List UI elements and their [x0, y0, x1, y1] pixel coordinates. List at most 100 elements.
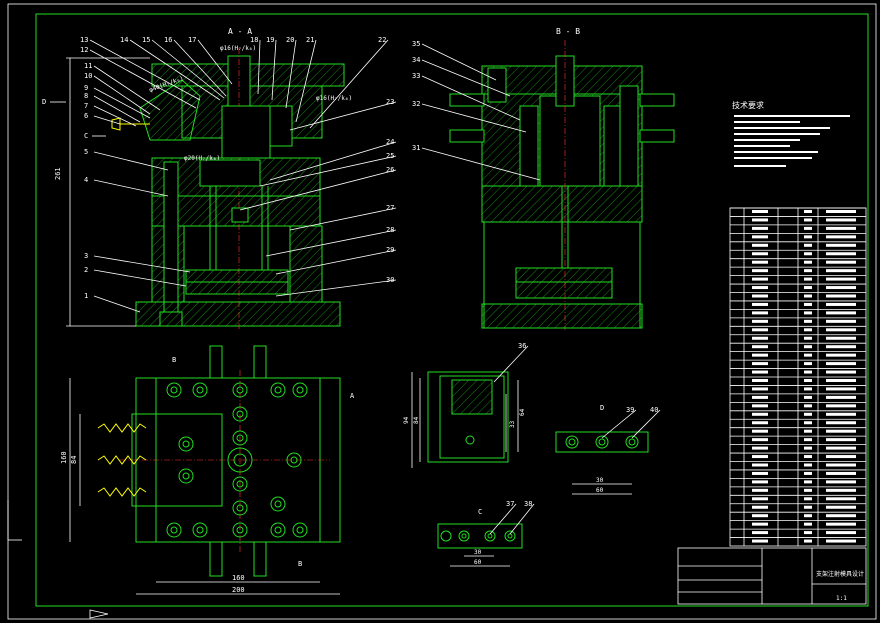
part-number-35-leader [421, 43, 497, 81]
dim-h33: 33 [509, 420, 516, 428]
view-c: C 30 60 [437, 508, 523, 567]
view-c-label: C [478, 508, 482, 516]
plan-hole-12 [232, 406, 248, 422]
parts-row-name-34 [752, 497, 768, 501]
part-number-15-leader [151, 39, 225, 99]
parts-row-name-4 [752, 243, 768, 247]
part-number-6: 6 [84, 112, 88, 120]
marker-a: A [350, 392, 355, 400]
part-number-29-leader [275, 249, 397, 275]
parts-row-note-3 [826, 235, 856, 239]
parts-row-name-36 [752, 514, 768, 518]
section-aa-label: A - A [228, 27, 252, 36]
parts-row-mat-12 [804, 311, 812, 315]
parts-row-mat-34 [804, 497, 812, 501]
parts-row-note-15 [826, 336, 856, 340]
parts-row-mat-10 [804, 294, 812, 298]
parts-row-note-1 [826, 218, 856, 222]
parts-row-name-10 [752, 294, 768, 298]
parts-row-name-6 [752, 260, 768, 264]
plan-hole-inner-14 [236, 480, 244, 488]
ucs-icon [7, 500, 109, 619]
part-number-20: 20 [286, 36, 294, 44]
marker-b-top: B [172, 356, 176, 364]
part-number-31: 31 [412, 144, 420, 152]
plan-hole-14 [232, 476, 248, 492]
parts-row-mat-0 [804, 210, 812, 213]
plan-hole-8 [270, 522, 286, 538]
part-number-19-leader [271, 39, 277, 101]
parts-row-note-6 [826, 260, 856, 264]
dim-c60: 60 [474, 559, 482, 566]
plan-hole-inner-3 [274, 386, 282, 394]
plan-hole-17 [270, 496, 286, 512]
plan-hole-16 [286, 452, 302, 468]
plan-hole-6 [192, 522, 208, 538]
part-number-20-leader [285, 39, 297, 109]
part-number-11: 11 [84, 62, 92, 70]
part-number-16-leader [173, 39, 227, 97]
parts-row-name-26 [752, 429, 768, 433]
parts-row-mat-25 [804, 421, 812, 425]
parts-row-mat-39 [804, 539, 812, 543]
fit-label-2: φ20(H₇/k₆) [184, 155, 220, 162]
parts-row-name-12 [752, 311, 768, 315]
parts-row-name-0 [752, 210, 768, 213]
view-d-label: D [600, 404, 604, 412]
parts-row-note-27 [826, 438, 856, 442]
part-number-3: 3 [84, 252, 88, 260]
parts-row-note-18 [826, 362, 856, 366]
parts-row-name-24 [752, 412, 768, 416]
part-number-4-leader [93, 179, 169, 197]
part-number-36-leader [493, 345, 529, 383]
part-number-26-leader [239, 169, 397, 211]
plan-hole-3 [270, 382, 286, 398]
parts-row-mat-16 [804, 345, 812, 349]
parts-row-mat-24 [804, 412, 812, 416]
part-number-38-leader [509, 503, 535, 535]
part-number-39-leader [601, 409, 637, 439]
part-number-40: 40 [650, 406, 658, 414]
parts-row-name-20 [752, 379, 768, 382]
part-number-24: 24 [386, 138, 394, 146]
title-block-name: 支架注射模具设计 [816, 570, 864, 578]
parts-row-mat-30 [804, 463, 812, 467]
part-number-10: 10 [84, 72, 92, 80]
parts-row-note-30 [826, 463, 856, 467]
parts-row-name-16 [752, 345, 768, 349]
parts-row-note-35 [826, 505, 856, 509]
plan-hole-4 [292, 382, 308, 398]
plan-hole-inner-6 [196, 526, 204, 534]
parts-row-note-12 [826, 311, 856, 315]
plan-hole-inner-11 [182, 472, 190, 480]
parts-row-mat-3 [804, 235, 812, 239]
part-number-9-leader [93, 87, 151, 119]
part-number-28-leader [265, 229, 397, 257]
parts-row-name-13 [752, 319, 768, 323]
fit-label-3: φ16(H₇/k₆) [316, 95, 352, 102]
part-number-4: 4 [84, 176, 88, 184]
parts-row-note-16 [826, 345, 856, 349]
dim-h64: 64 [519, 408, 526, 416]
part-number-11-leader [93, 65, 161, 111]
parts-row-note-31 [826, 471, 856, 475]
dim-c30: 30 [474, 549, 482, 556]
part-number-34-leader [421, 59, 511, 97]
parts-row-mat-33 [804, 488, 812, 492]
parts-row-mat-14 [804, 328, 812, 332]
parts-row-name-2 [752, 226, 768, 230]
parts-row-name-9 [752, 286, 768, 290]
parts-row-mat-6 [804, 260, 812, 264]
part-number-17: 17 [188, 36, 196, 44]
plan-hole-inner-12 [236, 410, 244, 418]
parts-row-mat-11 [804, 302, 812, 306]
part-number-23: 23 [386, 98, 394, 106]
parts-row-name-29 [752, 455, 768, 459]
parts-row-mat-32 [804, 480, 812, 484]
parts-row-mat-17 [804, 353, 812, 357]
parts-row-name-23 [752, 404, 768, 408]
part-number-37: 37 [506, 500, 514, 508]
view-d: D 30 60 [555, 404, 649, 495]
